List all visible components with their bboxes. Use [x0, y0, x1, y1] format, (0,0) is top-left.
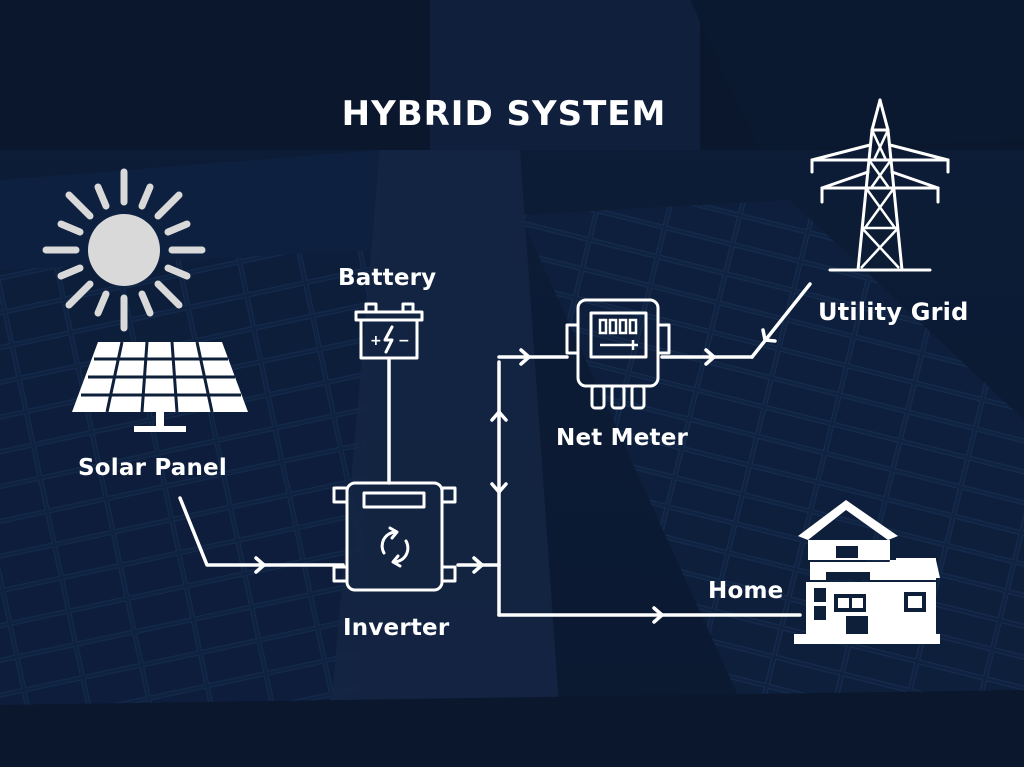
battery-icon: + −: [354, 302, 424, 360]
wire-solar-to-inverter: [178, 496, 345, 567]
wires: [178, 282, 812, 617]
arrow-bus-to-net-meter: [519, 348, 531, 366]
home-label: Home: [708, 578, 784, 604]
net-meter-icon: [565, 298, 671, 410]
arrow-bus-down: [490, 482, 508, 494]
net-meter-label: Net Meter: [556, 425, 689, 451]
house-icon: [794, 500, 940, 644]
svg-text:−: −: [398, 333, 410, 349]
solar-panel-label: Solar Panel: [78, 455, 227, 481]
arrow-bus-to-home: [652, 606, 664, 624]
transmission-tower-icon: [810, 98, 950, 272]
svg-text:+: +: [370, 333, 382, 349]
inverter-label: Inverter: [343, 615, 450, 641]
arrow-solar-to-inverter: [254, 556, 266, 574]
solar-panel-icon: [72, 341, 248, 432]
sun-icon: [42, 168, 206, 332]
arrow-bus-up: [490, 410, 508, 422]
utility-grid-label: Utility Grid: [818, 298, 969, 326]
battery-label: Battery: [338, 265, 437, 291]
arrow-net-meter-to-grid: [704, 348, 716, 366]
arrow-grid-to-net-meter: [761, 328, 777, 343]
wire-grid-to-junction: [750, 282, 812, 359]
arrow-inverter-to-bus: [472, 556, 484, 574]
flow-arrows: [254, 328, 777, 624]
diagram-title: HYBRID SYSTEM: [341, 94, 667, 134]
inverter-icon: [332, 481, 457, 592]
